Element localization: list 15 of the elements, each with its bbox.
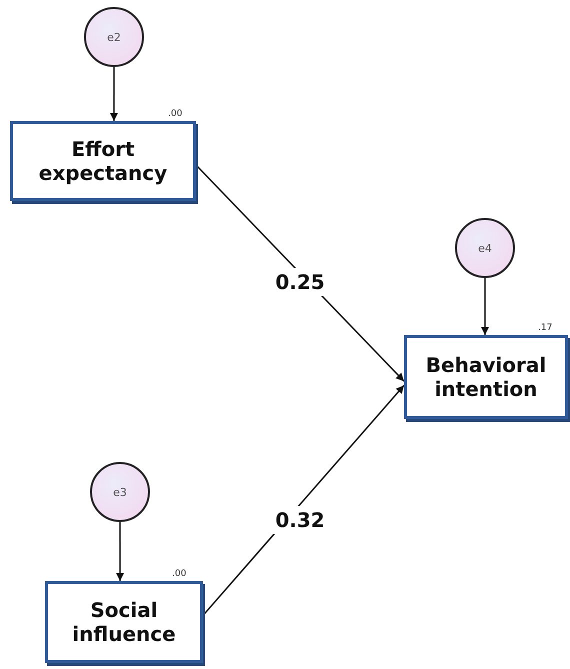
r-squared-value: .17 bbox=[538, 323, 552, 333]
r-squared-value: .00 bbox=[168, 109, 182, 119]
variable-box bbox=[404, 335, 568, 419]
arrow bbox=[116, 522, 124, 581]
error-term-label: e4 bbox=[478, 242, 492, 254]
variable-label: Behavioral intention bbox=[424, 353, 548, 401]
variable-label: Effort expectancy bbox=[38, 137, 168, 185]
variable-label: Social influence bbox=[71, 598, 177, 646]
arrow bbox=[481, 278, 490, 335]
error-term-label: e3 bbox=[113, 486, 127, 498]
variable-box bbox=[45, 581, 203, 663]
variable-box bbox=[10, 121, 196, 201]
error-term-label: e2 bbox=[107, 30, 121, 44]
arrow bbox=[110, 67, 118, 121]
r-squared-value: .00 bbox=[172, 569, 186, 579]
